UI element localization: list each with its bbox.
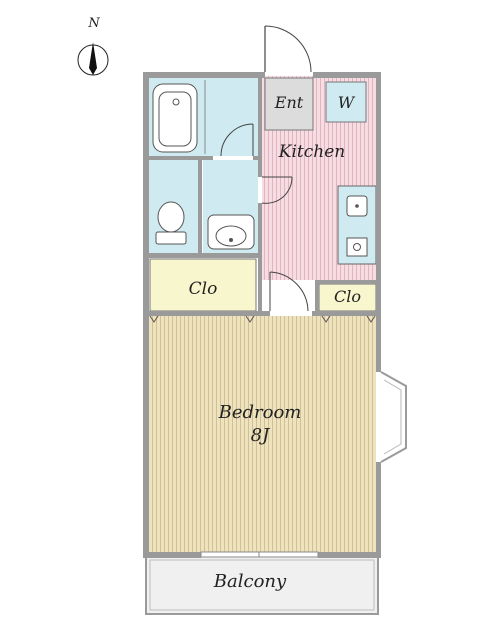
entrance-door	[264, 25, 312, 73]
exterior-walls	[143, 72, 381, 558]
entrance-floor	[264, 77, 314, 131]
hall-floor	[262, 280, 318, 312]
bath-door	[220, 123, 254, 157]
wash-basin-bowl	[215, 225, 247, 247]
balcony-rail	[149, 559, 375, 611]
entrance-label: Ent	[274, 93, 304, 112]
bedroom-door	[269, 271, 309, 312]
interior-walls	[143, 72, 381, 316]
washer-label: W	[337, 93, 355, 112]
north-arrow-icon	[89, 42, 97, 75]
closet-small-label: Clo	[334, 287, 361, 306]
cooktop	[346, 237, 368, 257]
toilet-tank	[155, 231, 187, 245]
bedroom-size-label: 8J	[250, 425, 270, 446]
balcony-label: Balcony	[213, 571, 287, 592]
bathtub-basin	[158, 91, 192, 147]
balcony-area	[145, 555, 379, 615]
washer-space	[325, 81, 367, 123]
kitchen-sink-drain	[355, 204, 359, 208]
toilet-bowl	[157, 201, 185, 233]
bay-window	[380, 371, 407, 463]
kitchen-label: Kitchen	[278, 142, 346, 162]
bay-window-glass	[383, 379, 402, 455]
wash-basin-drain	[229, 238, 233, 242]
bathtub-drain	[172, 98, 180, 106]
burner-icon	[353, 243, 361, 251]
bedroom-floor	[148, 316, 376, 552]
washroom-door	[261, 176, 293, 204]
closet-main	[149, 258, 257, 312]
closet-main-label: Clo	[188, 279, 218, 299]
compass-letter: N	[88, 16, 100, 31]
compass	[77, 42, 109, 76]
closet-door-marks	[149, 315, 376, 323]
bedroom-label: Bedroom	[218, 402, 302, 423]
